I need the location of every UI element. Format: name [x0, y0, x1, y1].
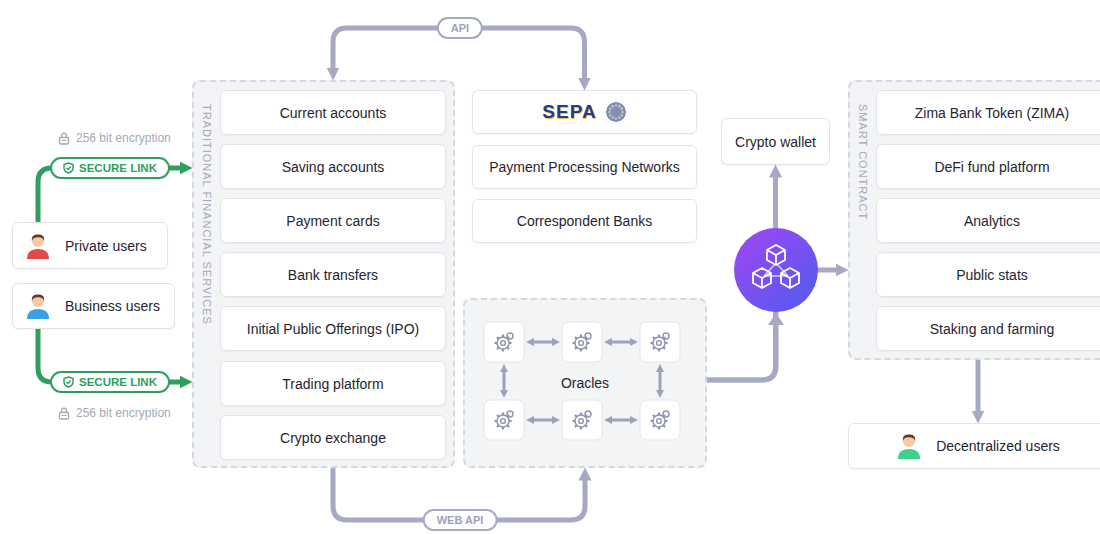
data-flow — [976, 360, 981, 417]
network-box: Correspondent Banks — [472, 199, 697, 243]
user-icon — [896, 432, 922, 460]
group-heading: SMART CONTRACT — [857, 104, 869, 220]
user-box: Business users — [12, 283, 175, 329]
hub-circle — [734, 228, 818, 312]
node-label: SEPA — [542, 101, 596, 123]
service-box: Current accounts — [220, 90, 446, 135]
node-label: Zima Bank Token (ZIMA) — [915, 105, 1070, 121]
edge-label: WEB API — [437, 514, 484, 526]
shield-icon — [63, 376, 74, 388]
node-label: Decentralized users — [936, 438, 1060, 454]
lock-icon — [58, 407, 70, 420]
node-label: Initial Public Offerings (IPO) — [247, 321, 419, 337]
contract-box: Staking and farming — [876, 306, 1100, 351]
contract-group: SMART CONTRACT Zima Bank Token (ZIMA) DeFi… — [848, 80, 1100, 360]
edge-label: API — [451, 22, 469, 34]
node-label: Public stats — [956, 267, 1028, 283]
service-box: Bank transfers — [220, 252, 446, 297]
user-box: Private users — [12, 222, 168, 269]
node-label: Current accounts — [280, 105, 387, 121]
service-box: Trading platform — [220, 361, 446, 406]
node-label: Analytics — [964, 213, 1020, 229]
wallet-box: Crypto wallet — [721, 118, 830, 165]
contract-box: DeFi fund platform — [876, 144, 1100, 189]
contract-box: Zima Bank Token (ZIMA) — [876, 90, 1100, 135]
eu-emblem — [605, 101, 627, 123]
hub-inlet-arrow — [768, 313, 784, 325]
node-label: Crypto wallet — [735, 134, 816, 150]
note-text: 256 bit encryption — [76, 131, 171, 145]
lock-icon — [58, 132, 70, 145]
node-label: Private users — [65, 238, 147, 254]
service-box: Saving accounts — [220, 144, 446, 189]
edge-label: SECURE LINK — [79, 162, 157, 174]
node-label: Payment Processing Networks — [489, 159, 680, 175]
node-label: Bank transfers — [288, 267, 378, 283]
edge-pill: SECURE LINK — [50, 157, 170, 179]
edge-label: SECURE LINK — [79, 376, 157, 388]
node-label: Trading platform — [282, 376, 383, 392]
user-icon — [25, 232, 51, 260]
node-label: Staking and farming — [930, 321, 1055, 337]
contract-box: Public stats — [876, 252, 1100, 297]
node-label: Correspondent Banks — [517, 213, 652, 229]
service-group: TRADITIONAL FINANCIAL SERVICES Current ac… — [192, 80, 455, 468]
note-text: 256 bit encryption — [76, 406, 171, 420]
edge-pill: SECURE LINK — [50, 371, 170, 393]
node-label: Oracles — [561, 375, 609, 391]
user-box: Decentralized users — [848, 423, 1100, 469]
encryption-note: 256 bit encryption — [58, 131, 171, 145]
group-heading: TRADITIONAL FINANCIAL SERVICES — [201, 104, 213, 325]
sepa-logo-box: SEPA — [472, 90, 697, 134]
node-label: Crypto exchange — [280, 430, 386, 446]
contract-box: Analytics — [876, 198, 1100, 243]
user-icon — [25, 292, 51, 320]
node-label: Payment cards — [286, 213, 379, 229]
encryption-note: 256 bit encryption — [58, 406, 171, 420]
node-label: Business users — [65, 298, 160, 314]
service-box: Crypto exchange — [220, 415, 446, 460]
shield-icon — [63, 162, 74, 174]
service-box: Initial Public Offerings (IPO) — [220, 306, 446, 351]
node-label: Saving accounts — [282, 159, 385, 175]
edge-pill: WEB API — [423, 509, 498, 531]
oracle-group: Oracles — [463, 298, 707, 468]
node-label: DeFi fund platform — [934, 159, 1049, 175]
service-box: Payment cards — [220, 198, 446, 243]
network-box: Payment Processing Networks — [472, 145, 697, 189]
edge-pill: API — [437, 17, 483, 39]
